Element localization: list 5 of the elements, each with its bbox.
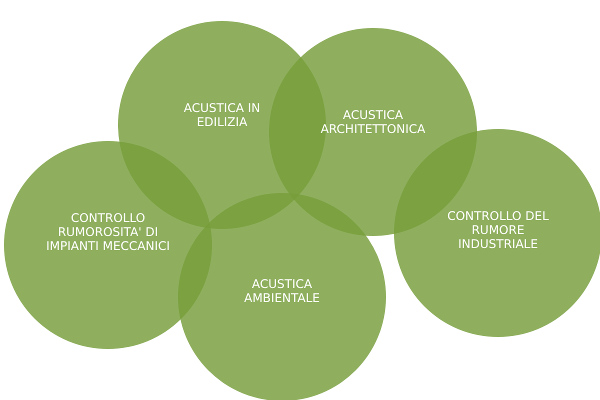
- topic-label: CONTROLLO DEL RUMORE INDUSTRIALE: [446, 209, 550, 251]
- topic-label: ACUSTICA AMBIENTALE: [243, 277, 321, 305]
- topic-label: CONTROLLO RUMOROSITA' DI IMPIANTI MECCANICI: [45, 211, 171, 253]
- topic-label: ACUSTICA IN EDILIZIA: [182, 101, 262, 129]
- topic-label: ACUSTICA ARCHITETTONICA: [320, 108, 426, 136]
